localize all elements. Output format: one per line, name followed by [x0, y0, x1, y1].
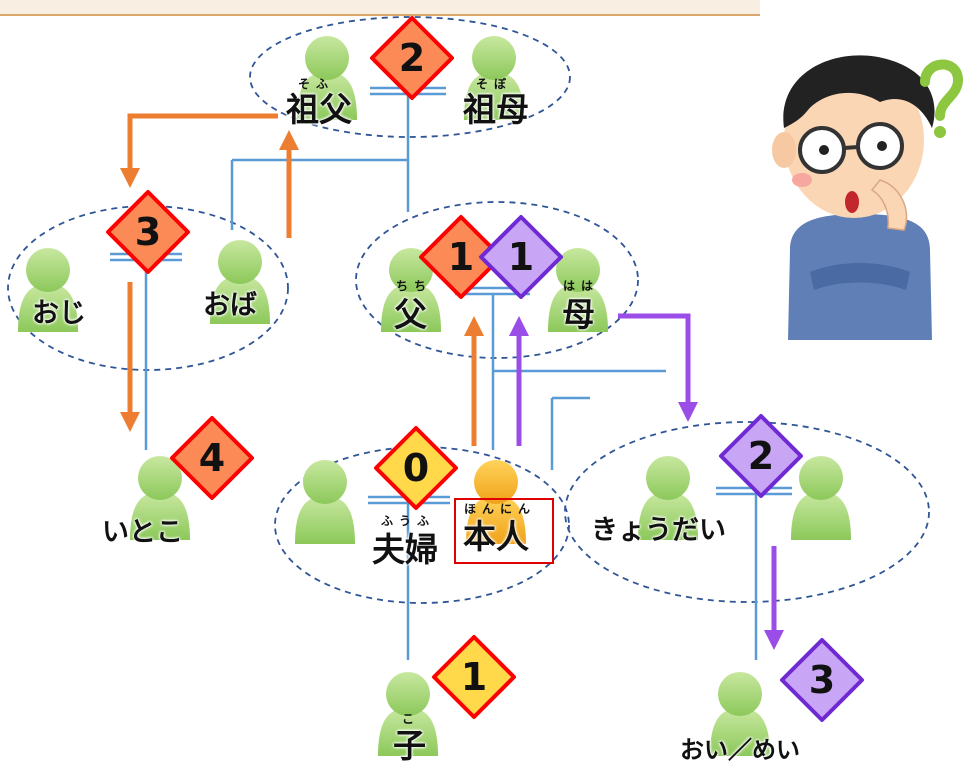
person-figures	[18, 36, 851, 756]
thinking-man-icon	[772, 55, 935, 340]
header-bar	[0, 0, 760, 16]
ellipse-parents	[355, 201, 639, 359]
label-grandfather: 祖父	[286, 90, 352, 129]
label-aunt: おば	[203, 290, 257, 321]
question-mark-icon	[920, 59, 964, 138]
degree-nephew-niece: 3	[780, 638, 864, 722]
ruby-honnin: ほんにん	[464, 502, 537, 516]
degree-cousin-number: 4	[199, 436, 225, 480]
degree-self: 0	[374, 426, 458, 510]
label-nephew-niece: おい／めい	[680, 736, 800, 764]
degree-nephew-niece-number: 3	[809, 658, 835, 702]
person-child	[378, 672, 438, 756]
person-uncle	[18, 248, 78, 332]
person-nephew-niece	[710, 672, 770, 756]
label-child: 子	[393, 726, 426, 765]
label-siblings: きょうだい	[591, 515, 726, 546]
degree-child: 1	[432, 635, 516, 719]
ruby-haha: はは	[563, 279, 600, 293]
degree-father-number: 1	[448, 235, 474, 279]
person-spouse	[295, 460, 355, 544]
label-uncle: おじ	[32, 298, 86, 329]
degree-child-number: 1	[461, 655, 487, 699]
label-spouse: 夫婦	[372, 530, 438, 569]
degree-uncle-aunt: 3	[106, 190, 190, 274]
person-mother	[548, 248, 608, 332]
ruby-fuufu: ふうふ	[381, 514, 436, 528]
label-grandmother: 祖母	[463, 90, 529, 129]
person-aunt	[210, 240, 270, 324]
ellipse-siblings	[564, 421, 930, 603]
ruby-sobo: そぼ	[476, 77, 513, 91]
self-highlight-box	[454, 498, 554, 564]
person-grandfather	[297, 36, 357, 120]
person-grandmother	[464, 36, 524, 120]
degree-uncle-aunt-number: 3	[135, 210, 161, 254]
degree-grandparents: 2	[370, 16, 454, 100]
purple-arrows	[509, 313, 784, 650]
degree-cousin: 4	[170, 416, 254, 500]
degree-self-number: 0	[403, 446, 429, 490]
person-sibling-2	[791, 456, 851, 540]
person-cousin	[130, 456, 190, 540]
ellipse-grandparents	[249, 16, 571, 138]
ruby-ko: こ	[402, 712, 421, 726]
person-father	[381, 248, 441, 332]
degree-grandparents-number: 2	[399, 36, 425, 80]
orange-arrows	[120, 113, 484, 446]
label-mother: 母	[562, 295, 595, 334]
label-cousin: いとこ	[102, 517, 183, 548]
degree-mother-number: 1	[508, 235, 534, 279]
person-self	[466, 460, 526, 544]
label-father: 父	[394, 295, 427, 334]
degree-siblings-number: 2	[748, 434, 774, 478]
degree-mother: 1	[479, 215, 563, 299]
degree-father: 1	[419, 215, 503, 299]
ruby-sofu: そふ	[298, 77, 335, 91]
person-sibling-1	[638, 456, 698, 540]
degree-siblings: 2	[719, 414, 803, 498]
ruby-chichi: ちち	[396, 279, 433, 293]
label-self: 本人	[463, 517, 529, 556]
